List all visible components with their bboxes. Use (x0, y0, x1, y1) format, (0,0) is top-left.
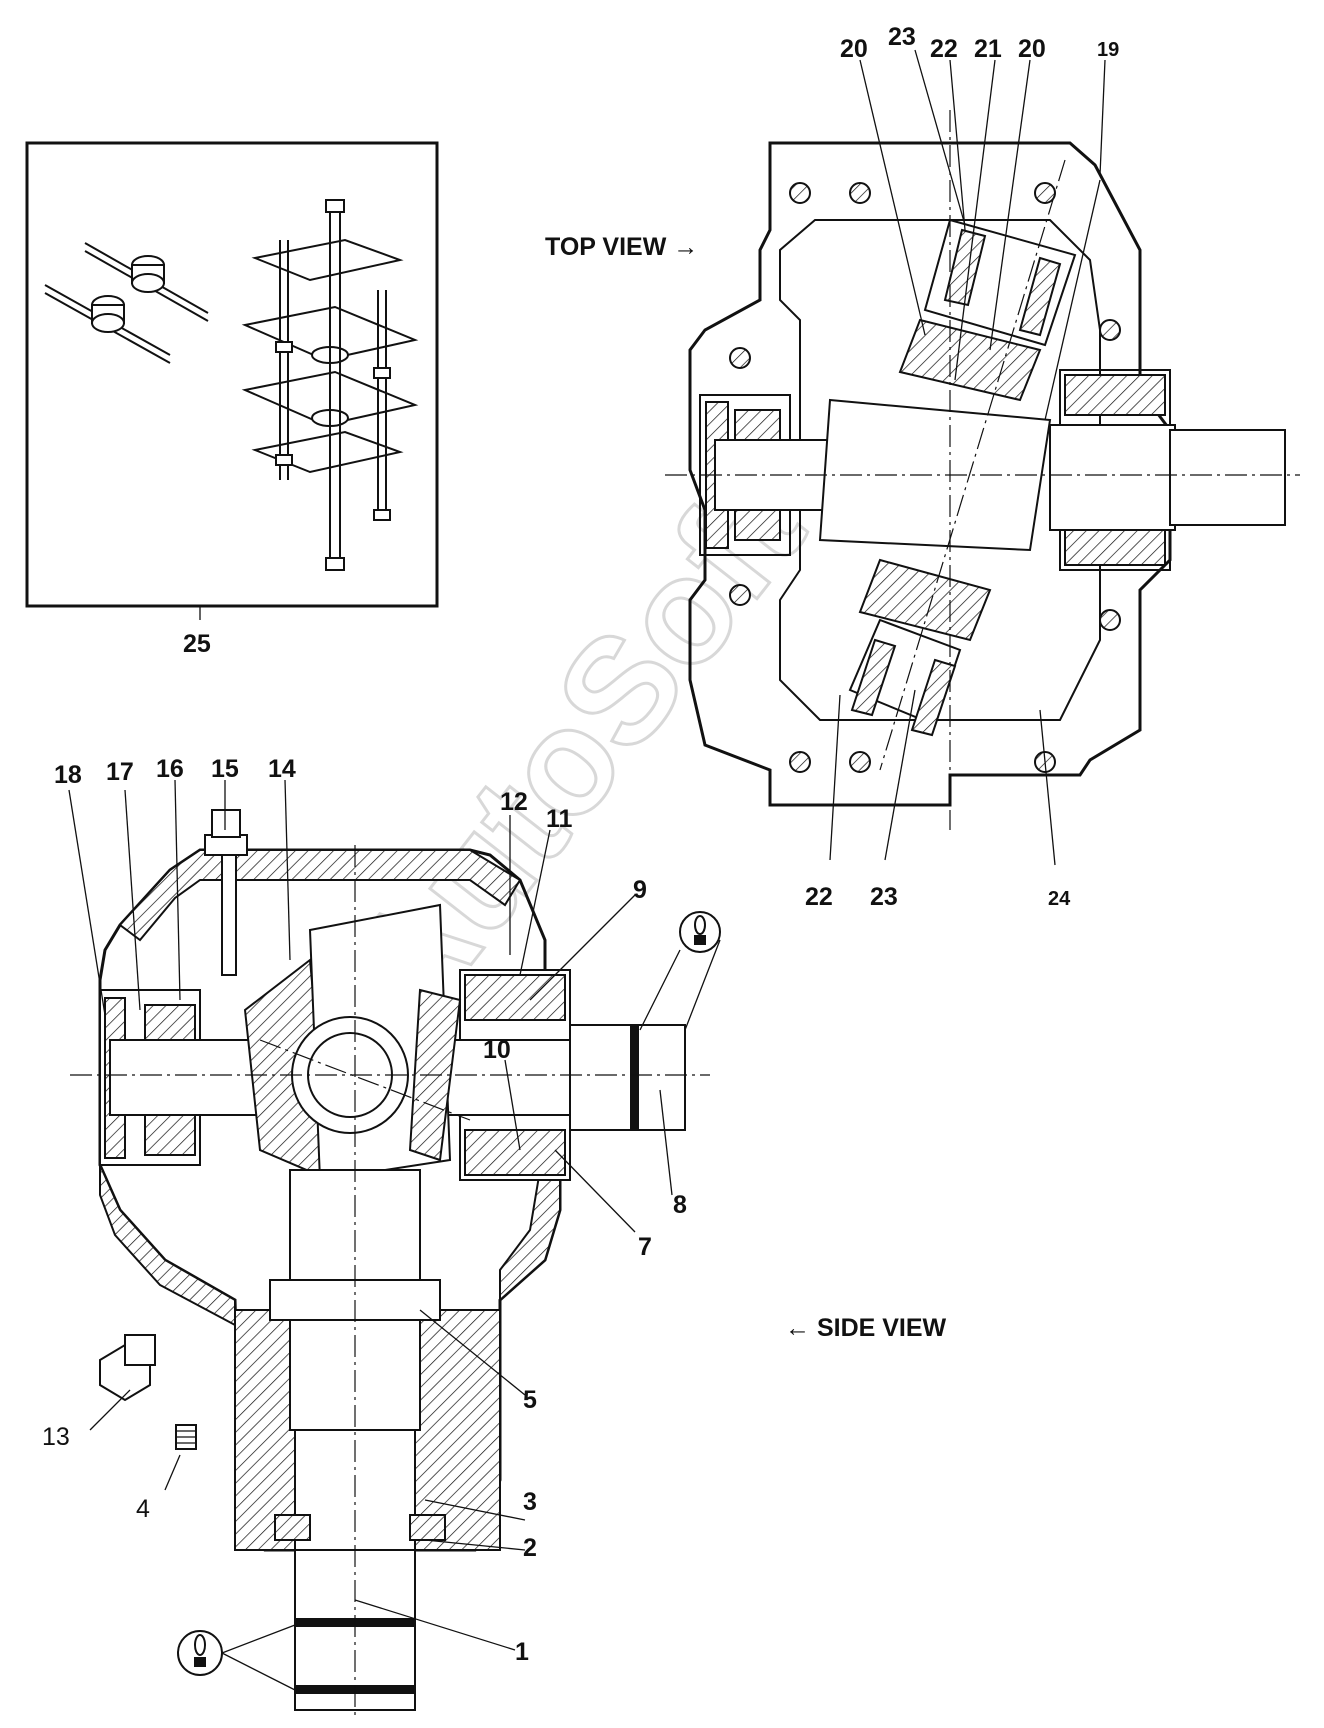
callout-20-right: 20 (1018, 35, 1046, 63)
callout-20-left: 20 (840, 35, 868, 63)
side-view-housing (70, 809, 710, 1715)
callout-13: 13 (42, 1423, 70, 1451)
callout-14: 14 (268, 755, 296, 783)
callout-5: 5 (523, 1386, 537, 1414)
drain-plug-part (99, 1334, 156, 1402)
callout-18: 18 (54, 761, 82, 789)
callout-25: 25 (183, 630, 211, 658)
side-view-label: ← SIDE VIEW (785, 1314, 947, 1342)
callout-24: 24 (1048, 888, 1071, 910)
callout-9: 9 (633, 876, 647, 904)
bearing-puller-tool-icon (44, 199, 419, 571)
top-view-housing (665, 110, 1300, 830)
callout-3: 3 (523, 1488, 537, 1516)
top-view-label: TOP VIEW → (545, 233, 698, 261)
callout-15: 15 (211, 755, 239, 783)
grease-gun-icon (679, 911, 721, 953)
callout-4: 4 (136, 1495, 150, 1523)
leader-lines (68, 49, 1106, 1691)
tool-kit-panel (25, 141, 439, 620)
callout-22-bottom: 22 (805, 883, 833, 911)
set-screw-part (175, 1424, 197, 1450)
grease-gun-icon (177, 1630, 223, 1676)
callout-1: 1 (515, 1638, 529, 1666)
callout-11: 11 (546, 805, 573, 833)
callout-12: 12 (500, 788, 528, 816)
callout-2: 2 (523, 1534, 537, 1562)
callout-16: 16 (156, 755, 184, 783)
callout-19: 19 (1097, 39, 1119, 61)
callout-23-top: 23 (888, 23, 916, 51)
callout-23-bottom: 23 (870, 883, 898, 911)
housing-bolt-holes (729, 182, 1121, 773)
callout-17: 17 (106, 758, 134, 786)
callout-22-top: 22 (930, 35, 958, 63)
callout-10: 10 (483, 1036, 511, 1064)
callout-21: 21 (974, 35, 1002, 63)
callout-8: 8 (673, 1191, 687, 1219)
callout-7: 7 (638, 1233, 652, 1261)
